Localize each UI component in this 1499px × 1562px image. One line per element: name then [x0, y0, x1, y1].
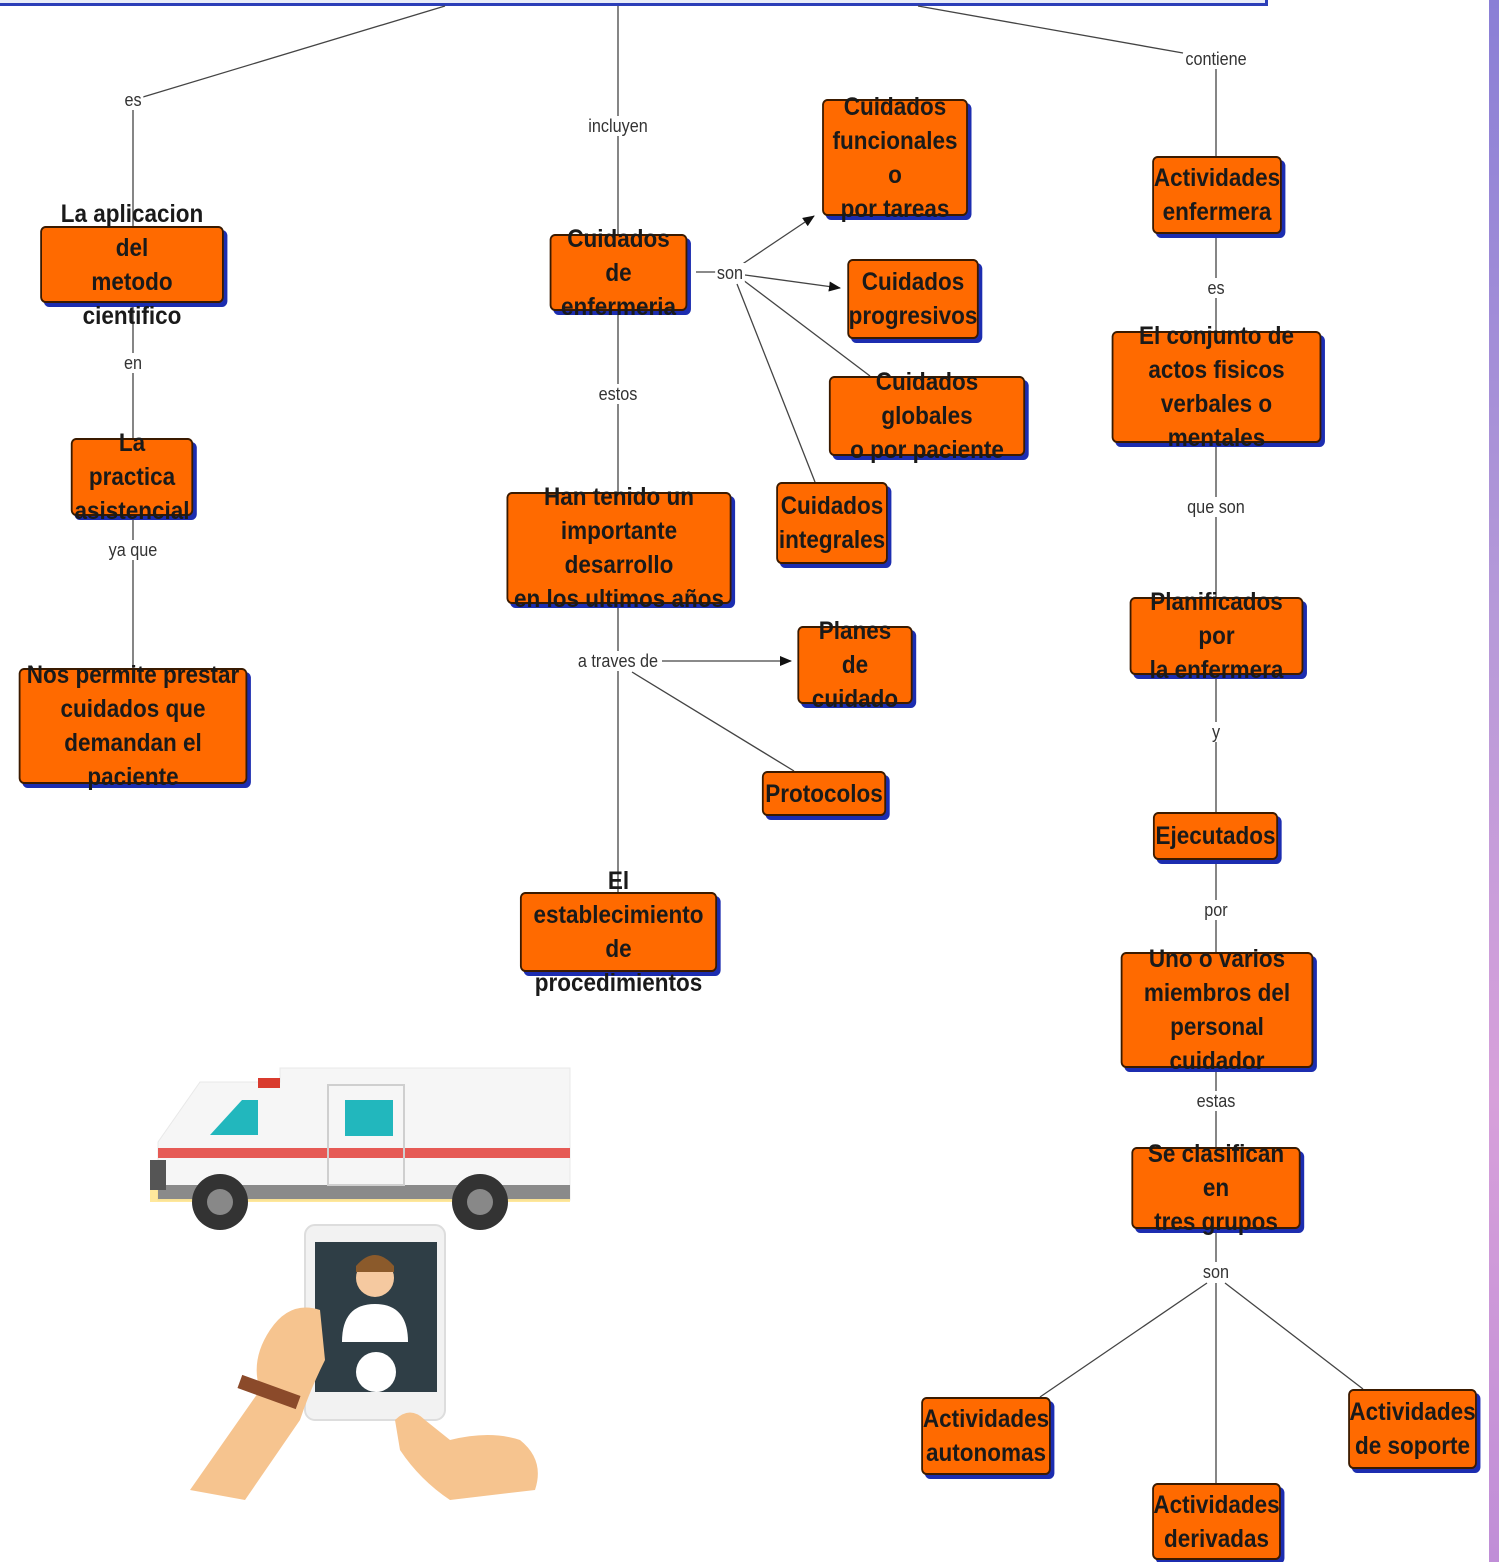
link-son-funcionales: [740, 215, 815, 266]
node-cuidados-globales: Cuidados globales o por paciente: [828, 368, 1026, 464]
node-miembros-personal: Uno o varios miembros del personal cuida…: [1120, 945, 1314, 1075]
node-actividades-soporte: Actividades de soporte: [1348, 1389, 1477, 1469]
link-label-que-son: que son: [1185, 497, 1247, 517]
link-label-son-middle: son: [715, 263, 745, 283]
node-actividades-autonomas: Actividades autonomas: [921, 1397, 1051, 1475]
link-label-contiene: contiene: [1183, 49, 1249, 69]
link-label-es-left: es: [122, 90, 144, 110]
node-establecimiento: El establecimiento de procedimientos: [519, 867, 718, 997]
node-cuidados-enfermeria: Cuidados de enfermeria: [549, 225, 688, 321]
link-root-es: [132, 5, 446, 101]
link-son-progresivos: [744, 274, 841, 292]
link-label-es-right: es: [1205, 278, 1227, 298]
link-label-incluyen: incluyen: [586, 116, 650, 136]
link-son-globales: [742, 279, 871, 377]
node-protocolos: Protocolos: [761, 771, 887, 816]
link-label-en: en: [122, 353, 144, 373]
node-planes-cuidado: Planes de cuidado: [797, 617, 913, 713]
link-label-estos: estos: [596, 384, 640, 404]
link-son-integrales: [736, 283, 816, 483]
right-edge-decoration: [1489, 0, 1499, 1562]
node-cuidados-funcionales: Cuidados funcionales o por tareas: [822, 93, 968, 223]
link-label-a-traves-de: a traves de: [576, 651, 660, 671]
node-planificados: Planificados por la enfermera: [1129, 588, 1304, 684]
node-actividades-derivadas: Actividades derivadas: [1152, 1483, 1281, 1560]
link-son-soporte: [1224, 1282, 1364, 1390]
link-son-autonomas: [1039, 1282, 1208, 1398]
node-ejecutados: Ejecutados: [1152, 812, 1279, 860]
link-root-contiene: [917, 5, 1184, 54]
node-conjunto-actos: El conjunto de actos fisicos verbales o …: [1111, 322, 1322, 452]
node-se-clasifican: Se clasifican en tres grupos: [1131, 1140, 1301, 1236]
node-cuidados-progresivos: Cuidados progresivos: [847, 259, 979, 339]
link-label-ya-que: ya que: [106, 540, 160, 560]
link-label-y: y: [1210, 722, 1222, 742]
node-cuidados-integrales: Cuidados integrales: [776, 482, 888, 564]
link-label-son-right: son: [1201, 1262, 1231, 1282]
link-atraves-protocolos: [631, 671, 795, 772]
link-label-por: por: [1202, 900, 1230, 920]
node-desarrollo: Han tenido un importante desarrollo en l…: [506, 483, 732, 613]
ambulance-telemedicine-illustration: [150, 1067, 571, 1500]
node-practica-asistencial: La practica asistencial: [70, 429, 194, 525]
node-actividades-enfermera: Actividades enfermera: [1152, 156, 1282, 234]
phone-icon: [304, 1224, 446, 1421]
hand-icon: [190, 1307, 538, 1500]
root-concept-edge: [0, 0, 1268, 6]
node-aplicacion-metodo: La aplicacion del metodo cientifico: [40, 200, 224, 330]
link-label-estas: estas: [1194, 1091, 1238, 1111]
ambulance-icon: [150, 1067, 571, 1230]
node-permite-prestar: Nos permite prestar cuidados que demanda…: [18, 661, 248, 791]
